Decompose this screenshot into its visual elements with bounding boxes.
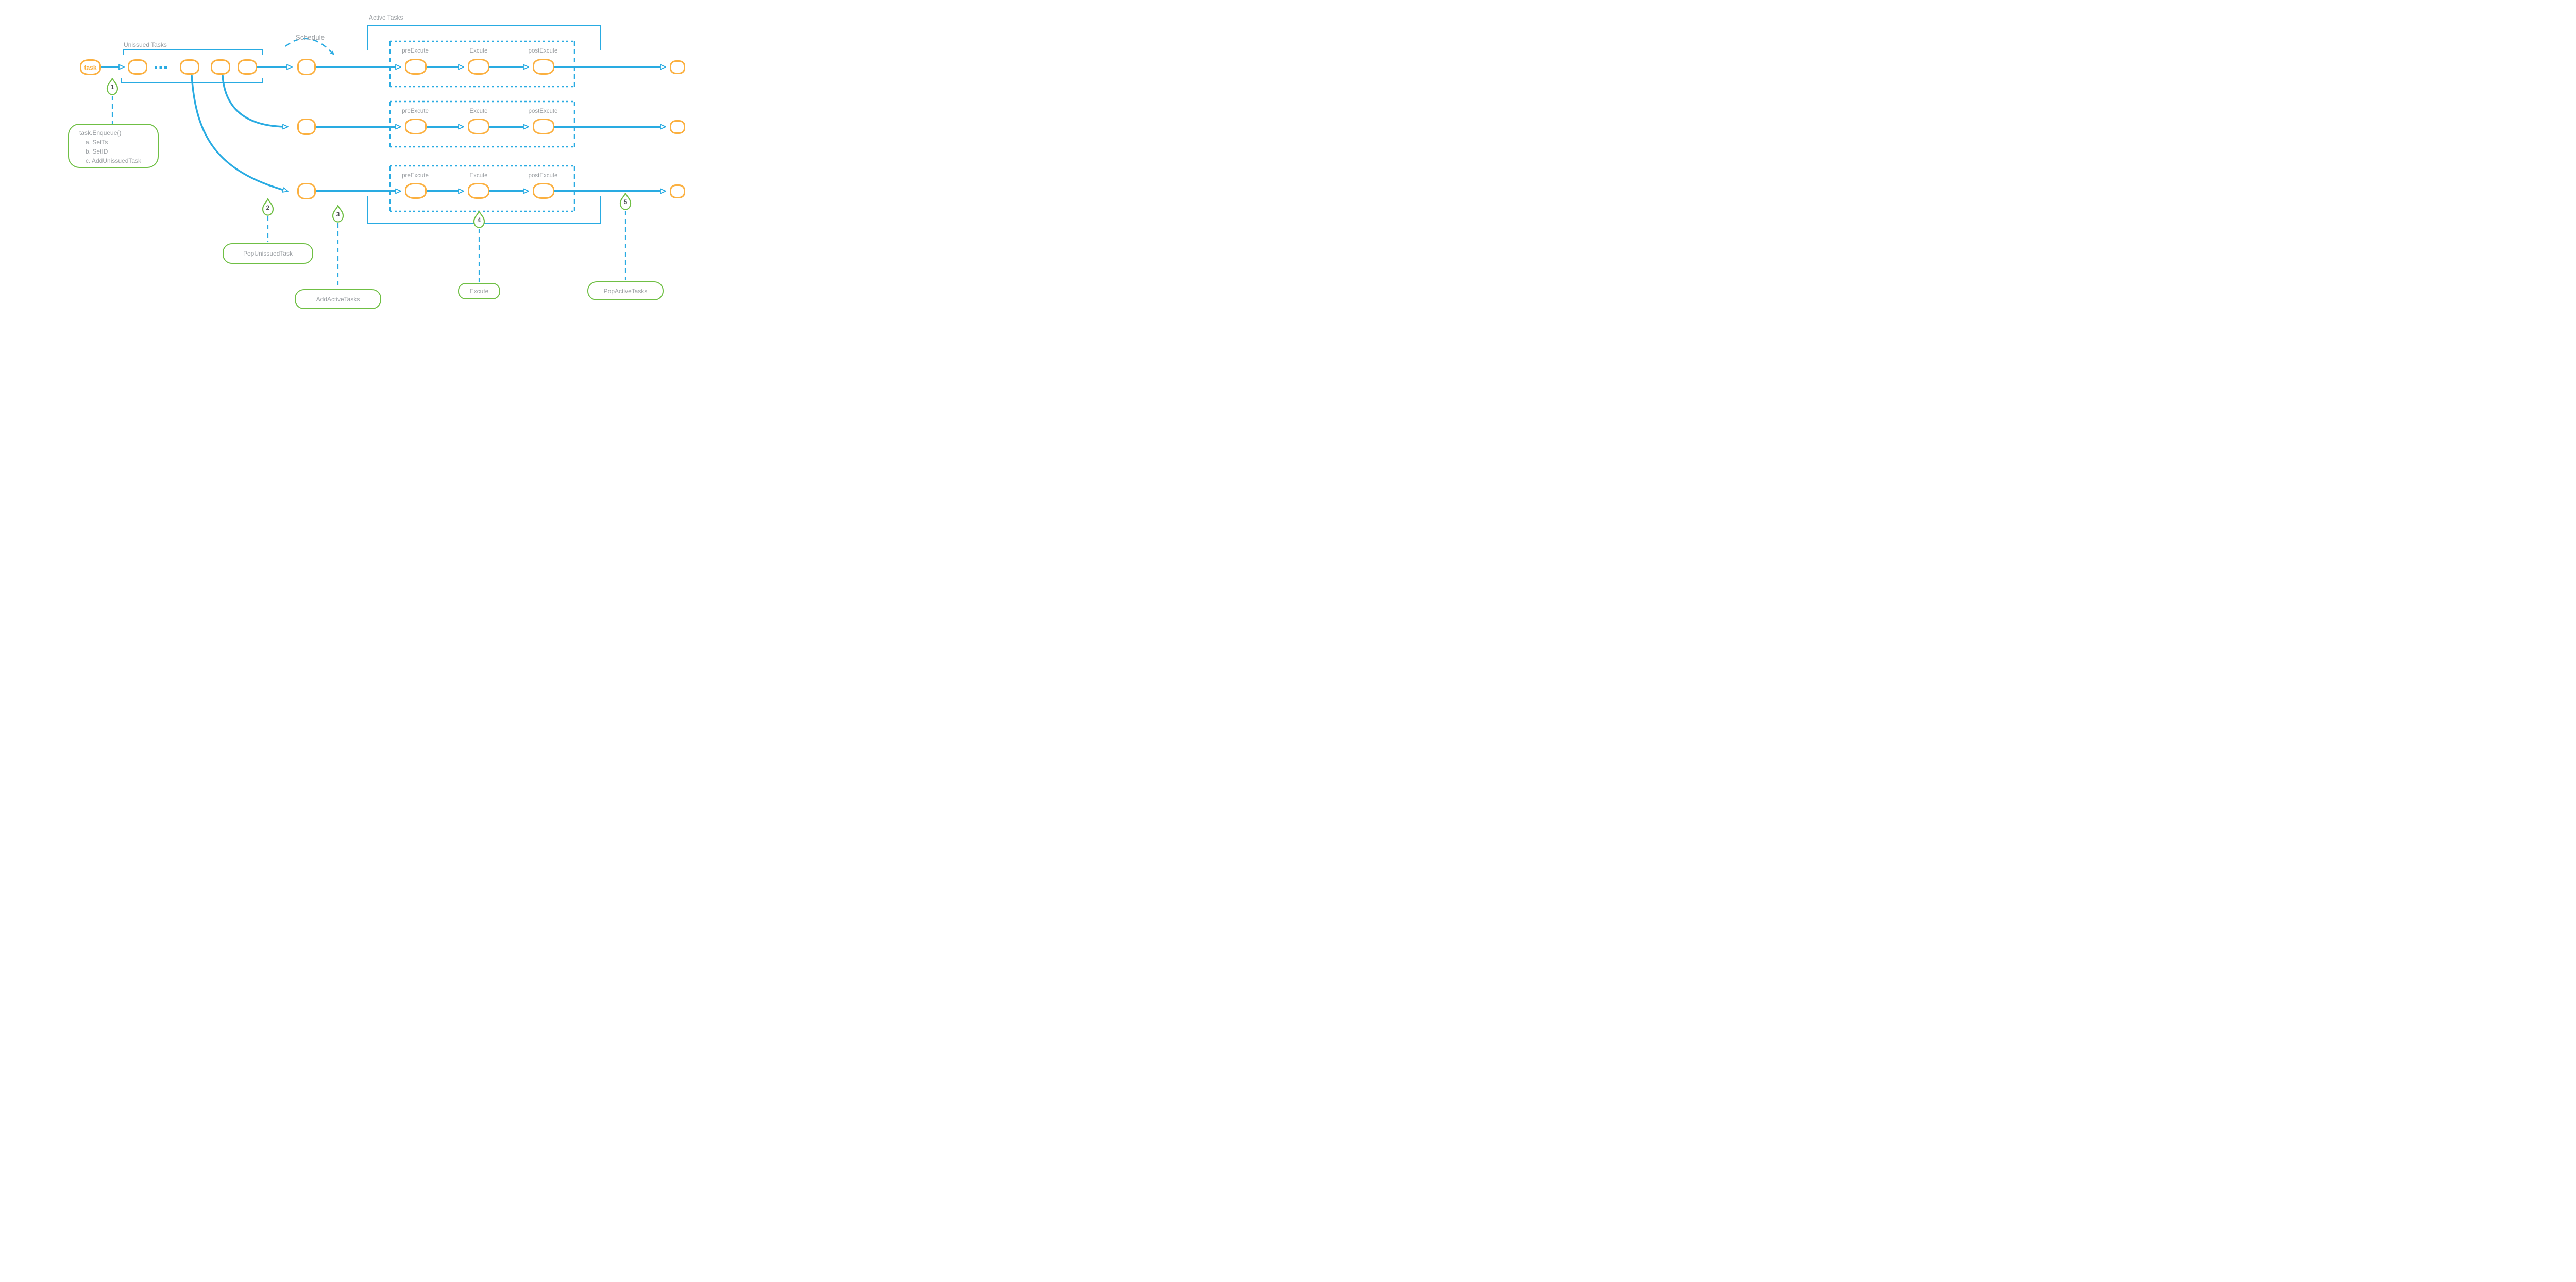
- post-execute-label-row3: postExcute: [528, 173, 558, 179]
- step-marker-3: 3: [331, 204, 345, 223]
- result-node-row2: [670, 120, 685, 134]
- note-box-pop-unissued-task: PopUnissuedTask: [223, 243, 313, 264]
- step-marker-2: 2: [261, 197, 275, 216]
- execute-label-row2: Excute: [469, 108, 488, 114]
- execute-node-row3: [468, 183, 489, 199]
- curve-queue-to-scheduler3: [191, 75, 289, 193]
- pipeline-box-row3: [389, 165, 575, 212]
- note-box-pop-active-tasks: PopActiveTasks: [587, 281, 664, 300]
- flow-row3: [191, 75, 666, 194]
- result-node-row3: [670, 184, 685, 198]
- note-line: b. SetID: [86, 148, 108, 155]
- step-marker-5: 5: [619, 192, 632, 210]
- pre-execute-node-row2: [405, 119, 427, 134]
- queue-node-1: [128, 59, 147, 75]
- curve-queue-to-scheduler2: [222, 75, 289, 130]
- step-marker-5-number: 5: [623, 198, 628, 206]
- result-node-row1: [670, 60, 685, 74]
- post-execute-node-row1: [533, 59, 554, 75]
- teardrop-icon: [106, 77, 118, 95]
- teardrop-icon: [262, 197, 274, 216]
- marker-connectors: [111, 96, 626, 288]
- active-tasks-label: Active Tasks: [369, 14, 403, 21]
- diagram-wires: [101, 25, 666, 288]
- task-node-label: task: [84, 63, 97, 71]
- teardrop-icon: [619, 192, 632, 210]
- note-line: a. SetTs: [86, 139, 108, 146]
- note-box-excute: Excute: [458, 283, 500, 299]
- task-node: task: [80, 59, 101, 75]
- execute-label-row1: Excute: [469, 48, 488, 54]
- pipeline-box-row2: [389, 100, 575, 148]
- unissued-tasks-label: Unissued Tasks: [124, 41, 167, 48]
- post-execute-node-row2: [533, 119, 554, 134]
- unissued-tasks-bracket-top: [123, 49, 263, 55]
- task-scheduler-diagram: Unissued Tasks Schedule Active Tasks pre…: [0, 0, 796, 328]
- step-marker-4-number: 4: [477, 216, 481, 224]
- note-box-add-active-tasks: AddActiveTasks: [295, 289, 381, 309]
- execute-node-row1: [468, 59, 489, 75]
- step-marker-1: 1: [106, 77, 119, 95]
- pre-execute-label-row2: preExcute: [402, 108, 429, 114]
- scheduler-node-row2: [297, 119, 316, 135]
- note-line: c. AddUnissuedTask: [86, 157, 142, 164]
- queue-node-4: [238, 59, 257, 75]
- scheduler-node-row3: [297, 183, 316, 199]
- execute-label-row3: Excute: [469, 173, 488, 179]
- pre-execute-node-row1: [405, 59, 427, 75]
- schedule-label: Schedule: [295, 33, 325, 41]
- step-marker-1-number: 1: [110, 83, 114, 91]
- note-line: task.Enqueue(): [79, 129, 122, 137]
- post-execute-label-row1: postExcute: [528, 48, 558, 54]
- pre-execute-node-row3: [405, 183, 427, 199]
- teardrop-icon: [473, 210, 485, 228]
- note-box-task-enqueue: task.Enqueue() a. SetTs b. SetID c. AddU…: [68, 124, 159, 168]
- post-execute-label-row2: postExcute: [528, 108, 558, 114]
- active-tasks-bracket-top: [367, 25, 601, 50]
- pipeline-box-row1: [389, 40, 575, 88]
- execute-node-row2: [468, 119, 489, 134]
- scheduler-node-row1: [297, 59, 316, 75]
- queue-node-2: [180, 59, 199, 75]
- step-marker-2-number: 2: [266, 204, 270, 211]
- teardrop-icon: [332, 204, 344, 223]
- queue-node-3: [211, 59, 230, 75]
- pre-execute-label-row3: preExcute: [402, 173, 429, 179]
- pre-execute-label-row1: preExcute: [402, 48, 429, 54]
- flow-row2: [222, 75, 666, 130]
- step-marker-3-number: 3: [336, 211, 340, 218]
- step-marker-4: 4: [472, 210, 486, 228]
- post-execute-node-row3: [533, 183, 554, 199]
